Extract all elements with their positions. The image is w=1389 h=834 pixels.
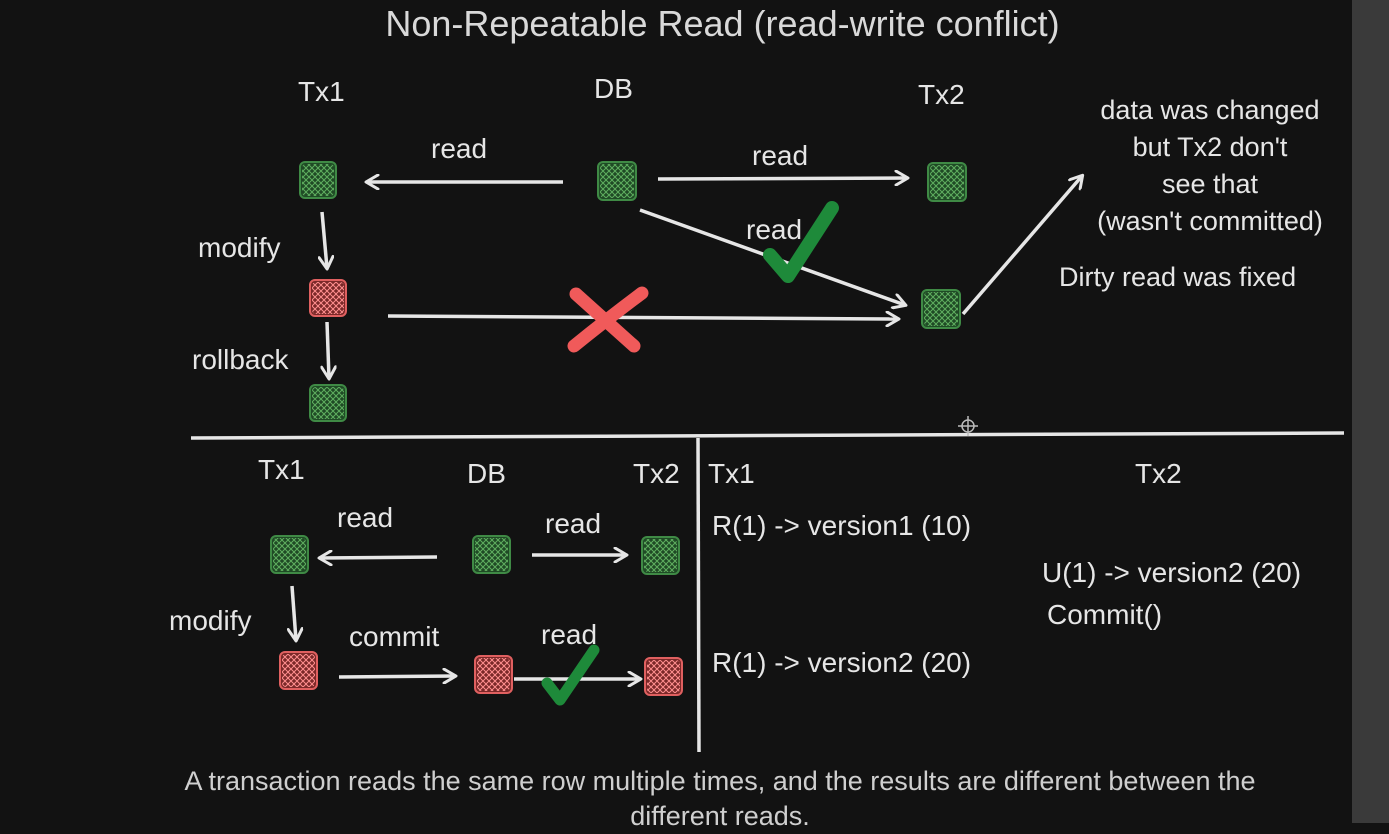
bottom-tx2-record-initial [641, 536, 680, 575]
arrow-bottom-tx1-modify [292, 585, 296, 640]
timeline-tx2-step-1: U(1) -> version2 (20) [1042, 557, 1302, 588]
top-note-line3: see that [1161, 169, 1259, 199]
top-tx1-record-modified [309, 279, 347, 317]
footer-caption: A transaction reads the same row multipl… [184, 766, 1256, 831]
timeline-tx2-step-2: Commit() [1047, 599, 1163, 630]
page-title: Non-Repeatable Read (read-write conflict… [385, 3, 1060, 44]
top-label-rollback: rollback [192, 344, 289, 375]
bottom-label-commit: commit [349, 621, 440, 652]
arrow-tx1-modify [322, 211, 327, 268]
bottom-db-record-committed [474, 655, 513, 694]
arrow-bottom-commit [338, 676, 455, 677]
arrow-db-to-tx2 [657, 178, 907, 179]
top-db-record [597, 161, 637, 201]
bottom-tx2-record-updated [644, 657, 683, 696]
check-icon-bottom [541, 644, 600, 706]
top-label-read-right: read [752, 140, 809, 171]
arrow-tx1-rollback [327, 321, 329, 378]
top-note: data was changed but Tx2 don't see that … [1070, 92, 1350, 240]
top-tx2-record-first [927, 162, 967, 202]
horizontal-divider [190, 431, 1345, 440]
timeline-header-tx2: Tx2 [1135, 458, 1182, 489]
top-note-fixed: Dirty read was fixed [1059, 262, 1297, 292]
bottom-tx1-record-modified [279, 651, 318, 690]
top-tx1-record-rolledback [309, 384, 347, 422]
top-note-line4: (wasn't committed) [1097, 206, 1323, 236]
arrow-tx1-uncommitted-to-tx2 [387, 316, 898, 319]
top-header-tx2: Tx2 [918, 79, 965, 110]
bottom-label-modify: modify [169, 605, 252, 636]
cross-icon [567, 286, 649, 353]
bottom-label-read-left: read [337, 502, 394, 533]
timeline-header-tx1: Tx1 [708, 458, 755, 489]
top-label-read-diagonal: read [746, 214, 803, 245]
top-header-db: DB [594, 73, 633, 104]
timeline-tx1-step-2: R(1) -> version2 (20) [712, 647, 972, 678]
arrow-tx2-to-note [961, 176, 1082, 316]
top-tx2-record-second [921, 289, 961, 329]
bottom-db-record-initial [472, 535, 511, 574]
top-header-tx1: Tx1 [298, 76, 345, 107]
arrow-bottom-db-to-tx1 [320, 557, 438, 558]
timeline-tx1-step-1: R(1) -> version1 (10) [712, 510, 972, 541]
bottom-label-read-right: read [545, 508, 602, 539]
bottom-header-tx1: Tx1 [258, 454, 305, 485]
move-cursor-icon [958, 416, 978, 436]
top-note-line2: but Tx2 don't [1132, 132, 1288, 162]
vertical-divider [696, 437, 701, 753]
bottom-label-read-bottom: read [541, 619, 598, 650]
top-label-modify: modify [198, 232, 281, 263]
top-note-line1: data was changed [1100, 95, 1320, 125]
top-tx1-record-initial [299, 161, 337, 199]
bottom-tx1-record-initial [270, 535, 309, 574]
bottom-header-db: DB [467, 458, 506, 489]
top-label-read-left: read [431, 133, 488, 164]
bottom-header-tx2: Tx2 [633, 458, 680, 489]
window-edge [1352, 0, 1389, 823]
check-icon [763, 201, 839, 283]
